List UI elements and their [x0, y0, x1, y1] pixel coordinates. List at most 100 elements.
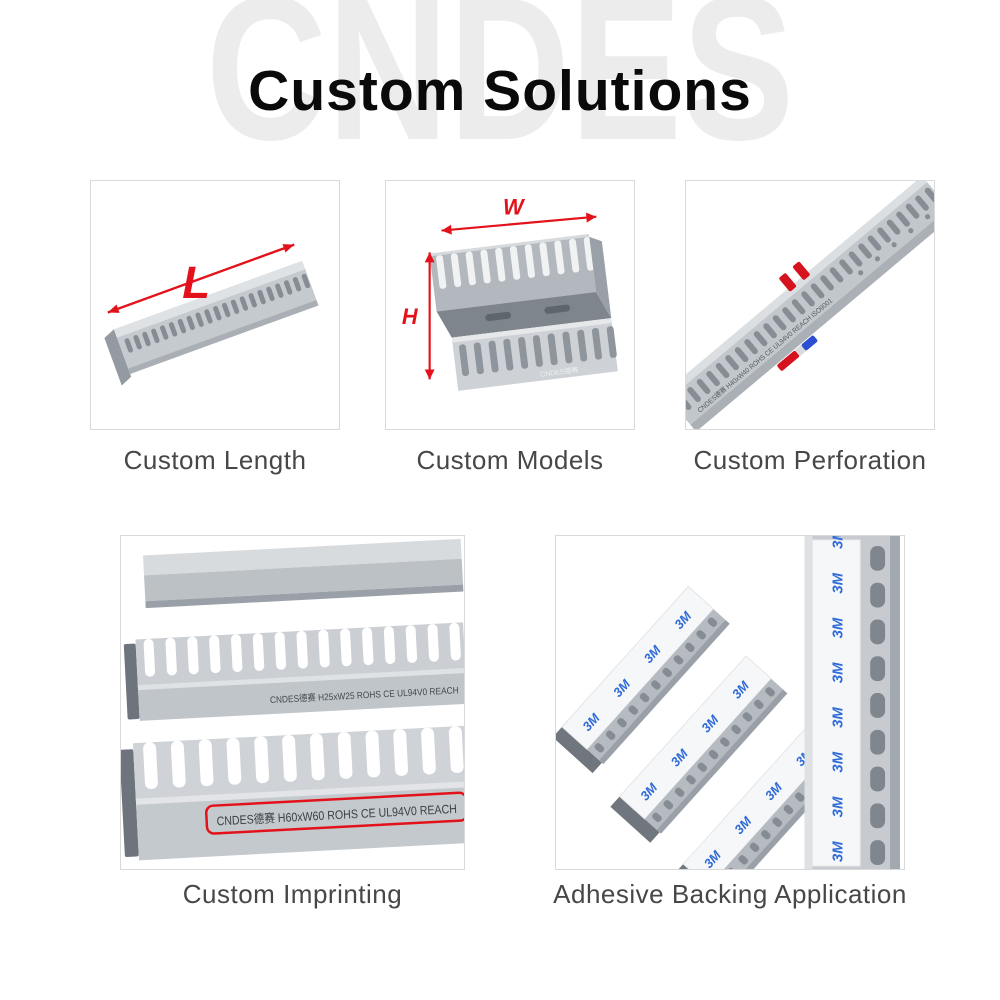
finger-gaps [309, 733, 325, 781]
perforation-slots [706, 371, 720, 387]
finger-gaps [254, 736, 270, 784]
tape-brand-text: 3M [830, 536, 846, 549]
duct-slots [266, 286, 275, 302]
duct-slots [159, 325, 169, 340]
perforation-illustration: CNDES德赛 H40xW40 ROHS CE UL94V0 REACH ISO… [686, 181, 934, 429]
custom-imprinting-image: CNDES德赛 H25xW25 ROHS CE UL94V0 REACH CND… [120, 535, 465, 870]
duct-slots [761, 830, 771, 840]
duct-slots [151, 328, 160, 343]
finger-gaps [296, 630, 308, 669]
perforation-slots [877, 227, 891, 243]
caption-adhesive-backing: Adhesive Backing Application [553, 879, 907, 909]
finger-gaps [187, 636, 199, 675]
duct-slots [697, 762, 708, 772]
duct-slots [742, 712, 753, 722]
perforation-slots [886, 219, 901, 235]
perforation-slots [810, 283, 825, 299]
perforation-holes [858, 270, 864, 276]
finger-gaps [337, 732, 353, 779]
duct-floor [436, 291, 612, 338]
duct-slots [673, 655, 684, 665]
imprinting-illustration: CNDES德赛 H25xW25 ROHS CE UL94V0 REACH CND… [121, 538, 464, 861]
far-wall-slots [509, 246, 521, 280]
finger-gaps [427, 623, 439, 662]
finger-gaps [165, 637, 177, 676]
near-wall-slots [488, 340, 499, 373]
models-duct: CNDES德赛 [429, 233, 618, 391]
far-wall-slots [450, 253, 462, 288]
duct-open-end [556, 726, 602, 774]
duct-slots [639, 692, 650, 703]
far-wall-slots [436, 255, 447, 289]
near-wall-slots [562, 331, 573, 364]
caption-custom-length: Custom Length [123, 445, 307, 475]
red-terminal-lug [793, 261, 810, 280]
finger-gaps [230, 634, 243, 673]
finger-gaps [170, 740, 186, 788]
finger-gaps [383, 626, 396, 664]
duct-open-end [610, 796, 660, 843]
perforation-holes [908, 228, 914, 234]
duct-open-end [121, 749, 139, 857]
near-wall-slots [518, 337, 529, 369]
duct-slots [628, 705, 639, 715]
duct-slots [283, 280, 293, 295]
duct-slots [651, 680, 661, 690]
duct-slots [783, 804, 794, 815]
finger-gaps [393, 729, 409, 776]
finger-gaps [209, 635, 221, 674]
perforation-slots [839, 259, 853, 275]
duct-slots [686, 774, 696, 785]
duct-slots [753, 699, 764, 710]
red-terminal-lug [779, 273, 797, 292]
duct-slots [257, 289, 266, 305]
duct-slots [738, 855, 749, 865]
tape-brand-text: 3M [830, 662, 846, 683]
perforation-slots [763, 323, 777, 339]
duct-slots [221, 302, 231, 318]
duct-slots [168, 322, 178, 337]
perforation-slots [820, 275, 834, 291]
tape-brand-text: 3M [830, 751, 846, 772]
near-wall-slots [591, 327, 603, 360]
length-dimension-line [107, 243, 295, 314]
duct-slots [617, 717, 627, 728]
duct-slots [662, 667, 672, 678]
duct-slots [663, 800, 674, 810]
duct-slots [870, 840, 886, 866]
perforation-slots [687, 386, 701, 403]
tape-brand-text: 3M [830, 617, 846, 638]
perforation-slots [715, 363, 730, 379]
duct-slots [605, 730, 616, 740]
models-illustration: CNDES德赛 W H [402, 195, 618, 391]
perforation-slots [924, 187, 934, 203]
tape-brand-text: 3M [830, 707, 846, 728]
duct-end-cap [104, 329, 132, 386]
height-label: H [402, 304, 419, 329]
perforation-slots [782, 307, 796, 323]
length-duct [104, 260, 319, 386]
perforation-slots [696, 378, 711, 395]
perforation-slots [772, 315, 787, 331]
brand-watermark: CNDES [205, 0, 795, 183]
duct-slots [870, 582, 886, 608]
far-wall-slots [465, 251, 476, 286]
perforation-slots [686, 394, 692, 410]
duct-slots [870, 729, 886, 755]
far-wall-slots [554, 240, 565, 275]
duct-slots [772, 817, 782, 827]
finger-gaps [252, 633, 265, 671]
perforation-holes [891, 242, 897, 248]
tape-brand-text: 3M [830, 841, 846, 862]
near-wall-slots [532, 335, 543, 367]
duct-slots [230, 299, 240, 314]
finger-gaps [318, 629, 330, 668]
duct-slots [674, 787, 685, 797]
finger-gaps [421, 727, 436, 775]
duct-slots [177, 318, 187, 334]
near-wall-slots [459, 344, 470, 376]
perforation-slots [734, 347, 749, 363]
